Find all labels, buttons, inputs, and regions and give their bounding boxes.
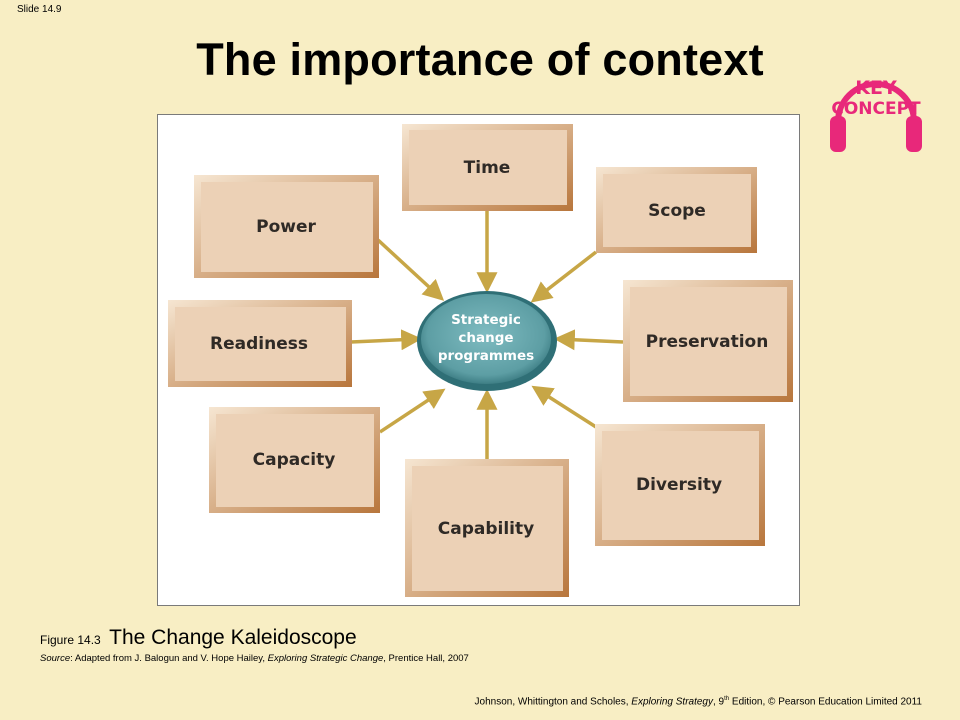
footer-rest: Edition, © Pearson Education Limited 201… — [729, 696, 922, 708]
key-concept-badge: KEY CONCEPT — [830, 77, 922, 152]
hub-line-3: programmes — [438, 348, 534, 364]
arrow-readiness — [350, 329, 423, 351]
box-capability-label: Capability — [438, 519, 534, 539]
figure-frame: Time Scope Power Preservation Readiness … — [157, 114, 800, 606]
arrow-preservation — [553, 329, 624, 351]
figure-source: Source: Adapted from J. Balogun and V. H… — [40, 653, 469, 664]
arrow-power — [376, 238, 445, 301]
box-power-label: Power — [256, 217, 316, 237]
box-readiness: Readiness — [168, 300, 352, 387]
figure-caption: Figure 14.3 The Change Kaleidoscope — [40, 626, 357, 650]
page-title: The importance of context — [196, 34, 764, 85]
arrow-capacity — [379, 388, 446, 434]
box-scope: Scope — [596, 167, 757, 253]
box-capacity-label: Capacity — [253, 450, 336, 470]
box-diversity: Diversity — [595, 424, 765, 546]
footer-book: Exploring Strategy — [631, 696, 713, 708]
hub-line-1: Strategic — [451, 312, 521, 328]
box-scope-label: Scope — [648, 201, 706, 221]
box-time: Time — [402, 124, 573, 211]
footer-comma: , 9 — [713, 696, 725, 708]
figure-number: Figure 14.3 — [40, 633, 101, 647]
footer-citation: Johnson, Whittington and Scholes, Explor… — [475, 696, 922, 707]
arrow-diversity — [531, 385, 597, 429]
box-power: Power — [194, 175, 379, 278]
change-kaleidoscope-diagram: Time Scope Power Preservation Readiness … — [168, 124, 793, 597]
badge-key: KEY — [855, 77, 897, 99]
hub-line-2: change — [458, 330, 513, 346]
box-capability: Capability — [405, 459, 569, 597]
box-preservation: Preservation — [623, 280, 793, 402]
arrow-scope — [530, 250, 598, 303]
source-book: Exploring Strategic Change — [267, 653, 384, 664]
figure-title: The Change Kaleidoscope — [109, 626, 357, 649]
badge-concept: CONCEPT — [831, 99, 921, 119]
source-text: : Adapted from J. Balogun and V. Hope Ha… — [70, 653, 268, 664]
arrows — [350, 211, 624, 460]
box-time-label: Time — [464, 158, 511, 178]
slide-number: Slide 14.9 — [17, 4, 62, 15]
box-diversity-label: Diversity — [636, 475, 722, 495]
source-rest: , Prentice Hall, 2007 — [383, 653, 469, 664]
box-capacity: Capacity — [209, 407, 380, 513]
footer-sup: th — [724, 696, 730, 702]
box-readiness-label: Readiness — [210, 334, 308, 354]
source-label: Source — [40, 653, 71, 664]
hub-strategic-change: Strategic change programmes — [417, 291, 557, 391]
headphones-icon — [830, 81, 922, 152]
footer-authors: Johnson, Whittington and Scholes, — [474, 696, 632, 708]
box-preservation-label: Preservation — [646, 332, 769, 352]
